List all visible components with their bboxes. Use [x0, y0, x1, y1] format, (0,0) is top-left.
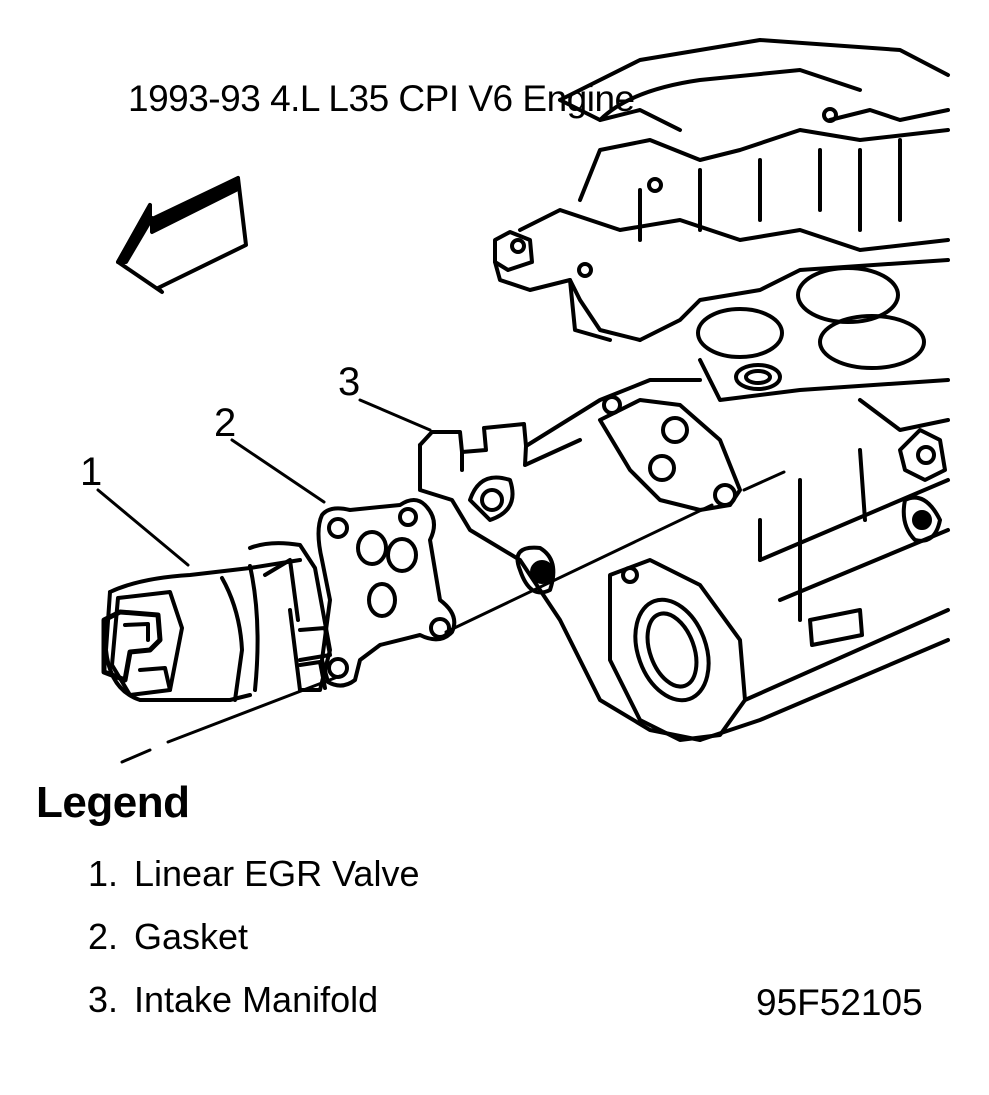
- direction-arrow-icon: [116, 176, 248, 294]
- legend-item-label: Gasket: [134, 916, 249, 957]
- legend-item-number: 2.: [88, 916, 119, 957]
- manifold-egr-port-drawing: [418, 378, 950, 742]
- gasket-drawing: [316, 498, 457, 688]
- callout-leaders: [96, 398, 432, 567]
- diagram-title: 1993-93 4.L L35 CPI V6 Engine: [128, 78, 635, 119]
- installation-centerline: [120, 470, 786, 764]
- legend-item: 3. Intake Manifold: [88, 979, 378, 1021]
- legend-item: 2. Gasket: [88, 916, 248, 958]
- legend-item-number: 3.: [88, 979, 119, 1020]
- callout-1: 1: [80, 450, 103, 494]
- callout-3: 3: [338, 360, 361, 404]
- legend-item: 1. Linear EGR Valve: [88, 853, 419, 895]
- intake-manifold-drawing: [493, 38, 950, 402]
- linear-egr-valve-drawing: [101, 541, 332, 702]
- legend-item-number: 1.: [88, 853, 119, 894]
- legend-item-label: Intake Manifold: [134, 979, 379, 1020]
- callout-2: 2: [214, 401, 237, 445]
- legend-heading: Legend: [36, 778, 190, 827]
- legend-item-label: Linear EGR Valve: [134, 853, 420, 894]
- figure-id: 95F52105: [756, 982, 923, 1023]
